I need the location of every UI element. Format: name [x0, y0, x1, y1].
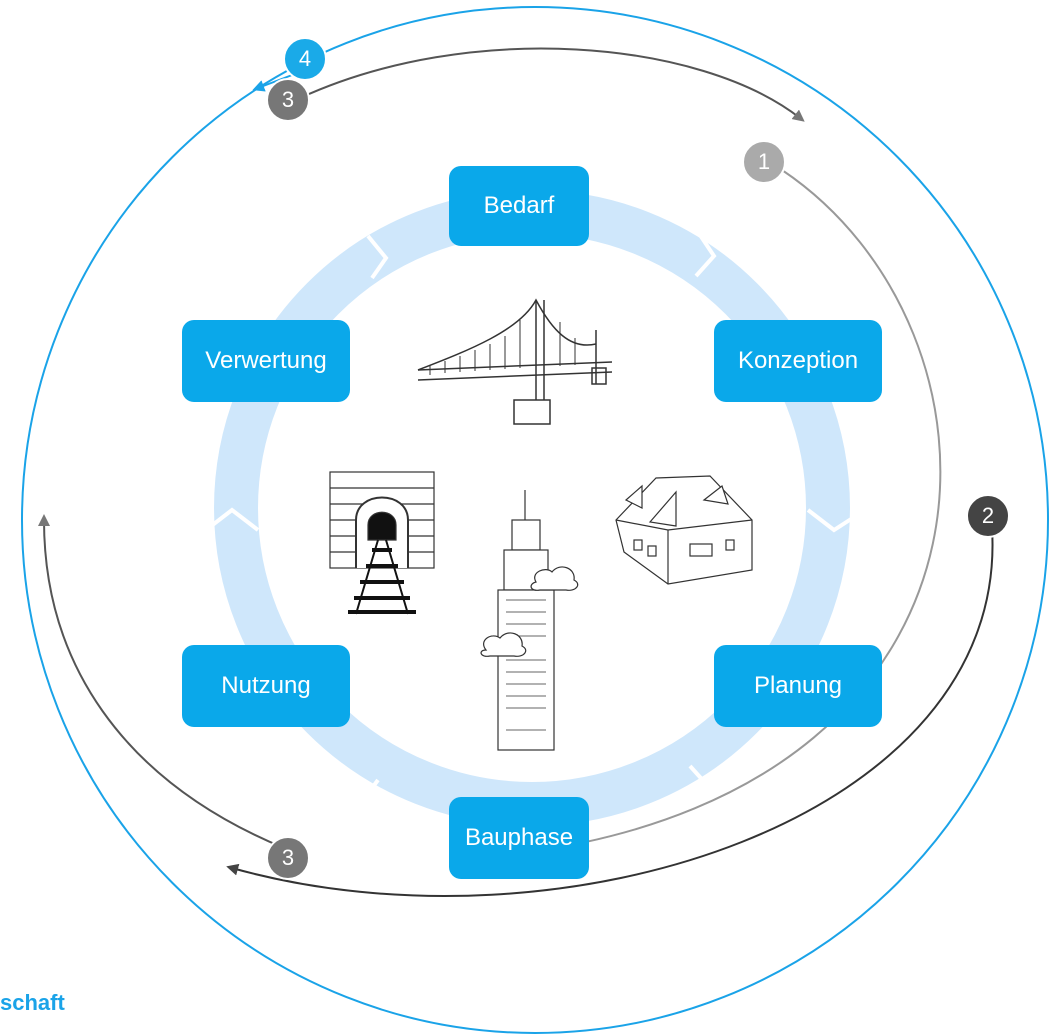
step-badge-1: 1	[742, 140, 786, 184]
phase-verwertung[interactable]: Verwertung	[182, 320, 350, 402]
arrow-1	[524, 169, 942, 858]
phase-konzeption[interactable]: Konzeption	[714, 320, 882, 402]
step-badge-4: 4	[283, 37, 327, 81]
bridge-icon	[417, 298, 613, 425]
phase-nutzung[interactable]: Nutzung	[182, 645, 350, 727]
outer-ring	[21, 6, 1049, 1034]
phase-bauphase[interactable]: Bauphase	[449, 797, 589, 879]
cycle-chevrons	[204, 230, 864, 826]
arrow-3-bottom	[38, 514, 285, 849]
arrow-2	[226, 527, 994, 898]
phase-bedarf[interactable]: Bedarf	[449, 166, 589, 246]
step-badge-3-top: 3	[266, 78, 310, 122]
tunnel-icon	[329, 471, 435, 615]
house-icon	[615, 475, 753, 585]
step-badge-2: 2	[966, 494, 1010, 538]
phase-planung[interactable]: Planung	[714, 645, 882, 727]
corner-caption-fragment: schaft	[0, 990, 65, 1015]
skyscraper-icon	[480, 490, 579, 751]
arrow-3-top	[299, 47, 805, 122]
step-badge-3-bottom: 3	[266, 836, 310, 880]
